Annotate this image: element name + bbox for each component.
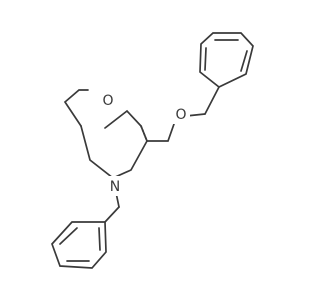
upper-benzene-ring xyxy=(199,32,254,88)
oxygen-ether-atom: O xyxy=(172,104,190,124)
benzylic-ch2-bond-upper xyxy=(204,86,220,115)
nitrogen-label: N xyxy=(110,179,120,195)
lower-benzene-ring xyxy=(51,206,120,269)
oxygen-ether-label: O xyxy=(175,107,186,123)
oxygen-ring-label: O xyxy=(102,93,113,109)
nitrogen-atom: N xyxy=(106,176,124,196)
molecule-structure: O O N xyxy=(51,32,254,269)
oxygen-ring-atom: O xyxy=(100,90,118,110)
